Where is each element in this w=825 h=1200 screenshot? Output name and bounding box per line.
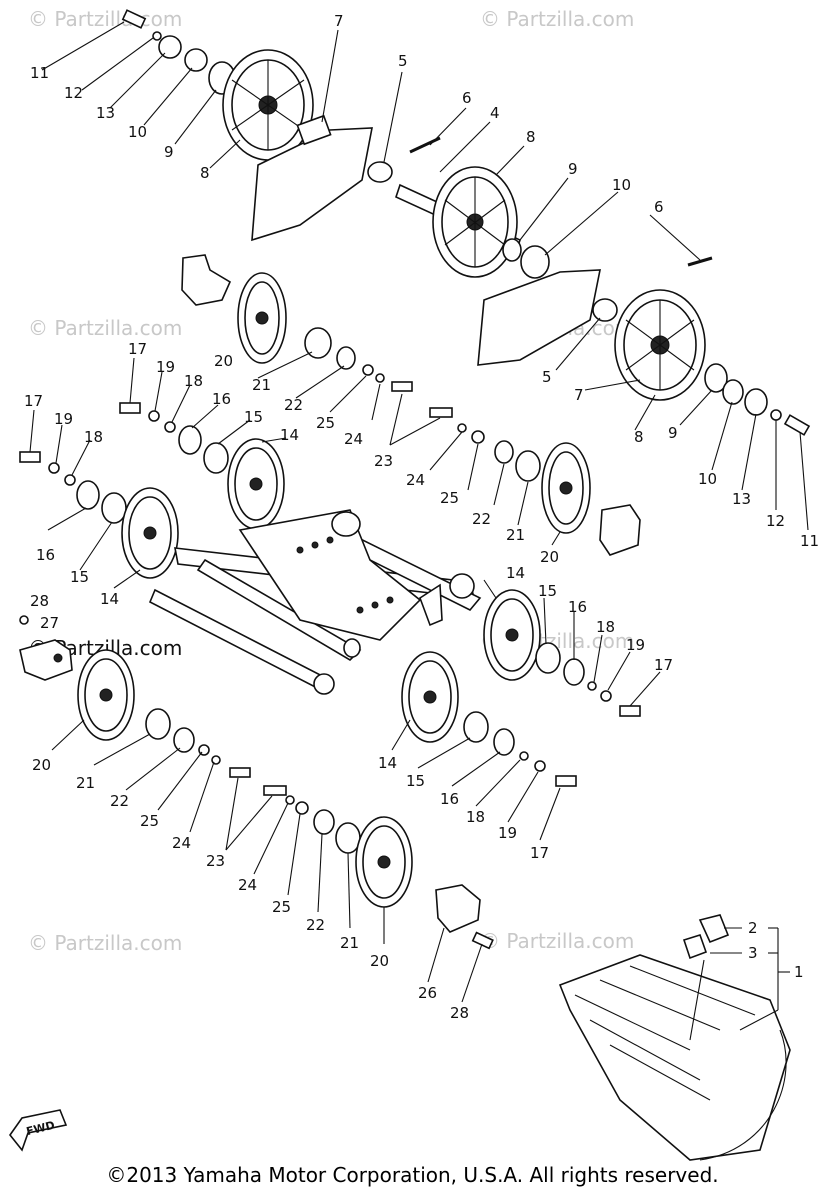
callout-9: 9 [164,143,174,161]
callout-14: 14 [100,590,119,608]
callout-2: 2 [748,919,758,937]
callout-26: 26 [418,984,437,1002]
callout-8: 8 [200,164,210,182]
callout-15: 15 [70,568,89,586]
callout-17: 17 [654,656,673,674]
callout-11: 11 [800,532,819,550]
callout-20: 20 [32,756,51,774]
callout-25: 25 [316,414,335,432]
callout-25: 25 [140,812,159,830]
callout-4: 4 [490,104,500,122]
callout-19: 19 [54,410,73,428]
callout-18: 18 [596,618,615,636]
front-axle-assembly [121,9,811,436]
right-wheel-group [483,589,641,717]
callout-24: 24 [172,834,191,852]
lower-center-wheel-group [401,651,577,787]
track-belt [558,914,791,1161]
callout-22: 22 [306,916,325,934]
callout-9: 9 [668,424,678,442]
callout-23: 23 [206,852,225,870]
callout-14: 14 [506,564,525,582]
callout-21: 21 [340,934,359,952]
callout-16: 16 [568,598,587,616]
callout-8: 8 [526,128,536,146]
callout-13: 13 [732,490,751,508]
callout-19: 19 [156,358,175,376]
watermark: © Partzilla.com [28,931,182,955]
callout-10: 10 [698,470,717,488]
callout-22: 22 [284,396,303,414]
callout-5: 5 [542,368,552,386]
callout-28: 28 [30,592,49,610]
bracket-26 [435,884,494,950]
callout-16: 16 [440,790,459,808]
callout-18: 18 [466,808,485,826]
callout-27: 27 [40,614,59,632]
callout-25: 25 [440,489,459,507]
callout-24: 24 [406,471,425,489]
callout-11: 11 [30,64,49,82]
callout-17: 17 [128,340,147,358]
slide-rail-frame [148,509,482,695]
callout-19: 19 [626,636,645,654]
callout-18: 18 [84,428,103,446]
callout-12: 12 [766,512,785,530]
callout-14: 14 [378,754,397,772]
watermark: © Partzilla.com [480,7,634,31]
left-wheel-group [19,402,285,579]
callout-20: 20 [214,352,233,370]
watermark: © Partzilla.com [28,7,182,31]
callout-10: 10 [128,123,147,141]
callout-numbers: 11 12 13 10 9 8 7 5 6 4 8 9 10 6 5 7 8 9… [24,12,819,1022]
callout-3: 3 [748,944,758,962]
callout-24: 24 [344,430,363,448]
callout-22: 22 [472,510,491,528]
callout-16: 16 [212,390,231,408]
callout-7: 7 [574,386,584,404]
callout-18: 18 [184,372,203,390]
callout-17: 17 [530,844,549,862]
callout-28: 28 [450,1004,469,1022]
callout-15: 15 [406,772,425,790]
copyright-notice: ©2013 Yamaha Motor Corporation, U.S.A. A… [106,1163,719,1187]
callout-10: 10 [612,176,631,194]
callout-15: 15 [244,408,263,426]
lower-wheel-group [77,649,413,908]
callout-9: 9 [568,160,578,178]
callout-16: 16 [36,546,55,564]
callout-15: 15 [538,582,557,600]
callout-8: 8 [634,428,644,446]
watermark: © Partzilla.com [480,929,634,953]
callout-20: 20 [370,952,389,970]
watermark: © Partzilla.com [28,316,182,340]
callout-5: 5 [398,52,408,70]
callout-6: 6 [654,198,664,216]
callout-25: 25 [272,898,291,916]
callout-22: 22 [110,792,129,810]
callout-21: 21 [252,376,271,394]
callout-13: 13 [96,104,115,122]
callout-21: 21 [76,774,95,792]
fwd-arrow: FWD [8,1109,68,1152]
callout-1: 1 [794,963,804,981]
callout-14: 14 [280,426,299,444]
upper-idler-wheel-group [181,254,641,556]
callout-6: 6 [462,89,472,107]
bracket-27 [19,615,73,681]
callout-17: 17 [24,392,43,410]
callout-21: 21 [506,526,525,544]
callout-7: 7 [334,12,344,30]
callout-23: 23 [374,452,393,470]
callout-19: 19 [498,824,517,842]
callout-12: 12 [64,84,83,102]
callout-24: 24 [238,876,257,894]
leader-lines [29,21,809,1041]
callout-20: 20 [540,548,559,566]
